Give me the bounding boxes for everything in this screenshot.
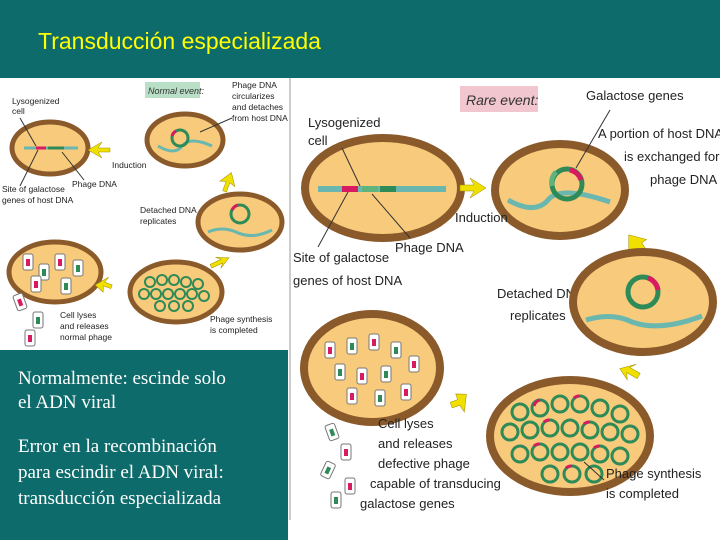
slide-title: Transducción especializada <box>38 28 321 54</box>
left-arrow-3 <box>209 257 230 269</box>
left-lyses-label: Cell lyses and releases normal phage <box>60 310 112 342</box>
note-line-2: el ADN viral <box>18 392 117 413</box>
right-event-label: Rare event: <box>466 92 538 108</box>
right-galactose-genes-label: Galactose genes <box>586 88 684 103</box>
right-induction-label: Induction <box>455 210 508 225</box>
left-induction-cell <box>144 111 226 169</box>
right-event-badge <box>460 86 538 112</box>
left-event-badge <box>145 82 200 98</box>
right-panel: Rare event: Galactose genes Lysogenized … <box>289 78 720 520</box>
right-replicates-cell <box>569 248 717 356</box>
right-lyses-label: Cell lyses and releases defective phage … <box>360 416 504 511</box>
left-detached-label: Detached DNA replicates <box>140 205 199 226</box>
right-lysogenized-label: Lysogenized cell <box>308 115 384 148</box>
left-event-label: Normal event: <box>148 86 205 96</box>
right-synthesis-label: Phage synthesis is completed <box>606 466 705 501</box>
right-lysed-cell <box>300 310 444 426</box>
left-lysogenized-label: Lysogenized cell <box>12 96 62 116</box>
right-arrow-1 <box>459 177 487 199</box>
left-site-galactose-label: Site of galactose genes of host DNA <box>2 184 74 205</box>
slide-header <box>0 0 720 78</box>
left-induction-label: Induction <box>112 160 147 170</box>
right-arrow-4 <box>449 393 467 413</box>
right-induction-cell <box>491 140 629 240</box>
left-phage-dna-label: Phage DNA <box>72 179 117 189</box>
left-lysed-cell <box>6 239 104 305</box>
right-arrow-3 <box>619 363 641 381</box>
left-arrow-4 <box>94 276 113 293</box>
right-phage-dna-label: Phage DNA <box>395 240 464 255</box>
left-arrow-2 <box>219 172 236 193</box>
left-circularizes-label: Phage DNA circularizes and detaches from… <box>232 80 288 123</box>
left-synthesis-label: Phage synthesis is completed <box>210 314 275 335</box>
left-panel: Normal event: Lysogenized cell Phage DNA… <box>0 78 288 350</box>
note-line-4: para escindir el ADN viral: <box>18 462 224 483</box>
right-portion-label: A portion of host DNA is exchanged for p… <box>598 126 720 187</box>
note-line-1: Normalmente: escinde solo <box>18 368 226 389</box>
notes-panel: Normalmente: escinde solo el ADN viral E… <box>0 350 288 540</box>
note-line-3: Error en la recombinación <box>18 436 217 457</box>
right-detached-label: Detached DNA replicates <box>497 286 587 323</box>
left-arrow-1 <box>87 141 111 159</box>
right-site-galactose-label: Site of galactose genes of host DNA <box>293 250 402 288</box>
note-line-5: transducción especializada <box>18 488 222 509</box>
